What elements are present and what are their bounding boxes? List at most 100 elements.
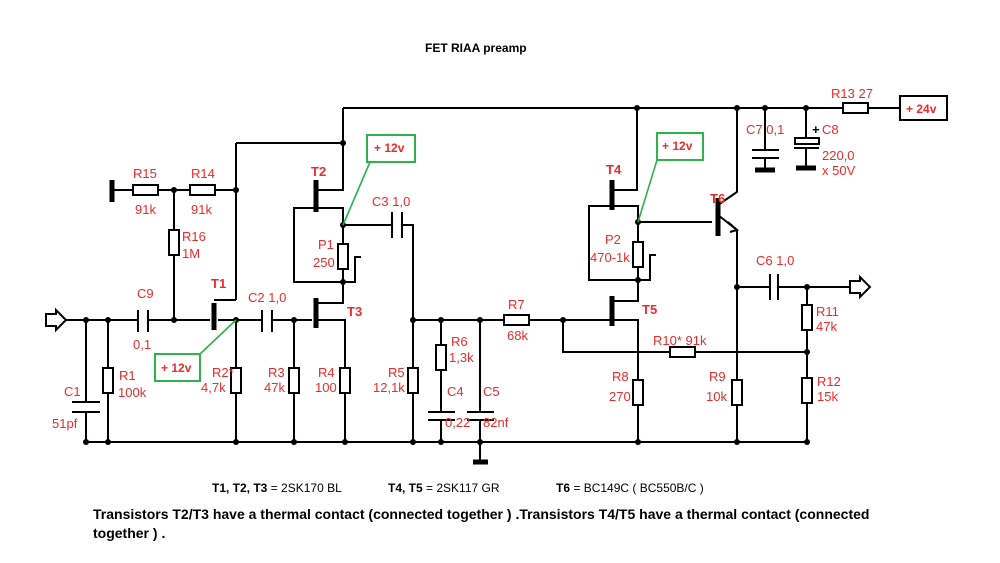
label-t3: T3 (347, 304, 362, 319)
junction-dot (734, 105, 740, 111)
schematic-line (612, 108, 638, 191)
component-label: 220,0 (822, 148, 855, 163)
component-label: 470-1k (590, 250, 630, 265)
component-label: 4,7k (201, 380, 226, 395)
component-label: R14 (191, 166, 215, 181)
schematic-line (717, 108, 738, 206)
component-label: C7 0,1 (746, 122, 784, 137)
component-label: 100 (315, 380, 337, 395)
thermal-contact-note: Transistors T2/T3 have a thermal contact… (93, 506, 870, 541)
resistor-r7 (503, 314, 530, 326)
parts-list-item: T6 = BC149C ( BC550B/C ) (556, 481, 704, 495)
junction-dot (340, 279, 346, 285)
component-label: R16 (182, 229, 206, 244)
component-label: R1 (119, 368, 136, 383)
label-t6: T6 (710, 191, 725, 206)
component-label: + 12v (374, 141, 405, 155)
component-label: 12,1k (373, 380, 405, 395)
junction-dot (477, 317, 483, 323)
component-label: P2 (605, 232, 621, 247)
resistor-r6 (435, 344, 447, 371)
wire-t2-drain-feed (236, 108, 344, 144)
junction-dot (477, 439, 483, 445)
component-label: 270 (609, 389, 631, 404)
component-label: 0,1 (133, 337, 151, 352)
junction-dot (804, 439, 810, 445)
junction-dot (635, 439, 641, 445)
component-label: R11 (816, 304, 839, 319)
junction-dot (340, 140, 346, 146)
junction-dot (734, 439, 740, 445)
component-label: C3 1,0 (372, 194, 410, 209)
capacitor-c1 (72, 401, 100, 413)
parts-list-item: T1, T2, T3 = 2SK170 BL (212, 481, 342, 495)
component-label: R4 (318, 365, 335, 380)
potentiometer-p2 (632, 241, 644, 268)
capacitor-c4 (428, 411, 455, 421)
schematic-line (467, 411, 494, 421)
component-label: R9 (709, 369, 726, 384)
schematic-line (391, 212, 403, 238)
schematic-line (316, 319, 346, 442)
capacitor-c2 (261, 310, 273, 332)
resistor-r11 (801, 304, 813, 331)
capacitor-c3 (391, 212, 403, 238)
schematic-line (72, 401, 100, 413)
junction-dot (634, 105, 640, 111)
junction-dot (804, 284, 810, 290)
junction-dot (83, 439, 89, 445)
component-label: R7 (508, 297, 525, 312)
schematic-line (366, 134, 416, 163)
junction-dot (410, 439, 416, 445)
component-label: 100k (118, 385, 147, 400)
junction-dot (410, 317, 416, 323)
schematic-line (612, 280, 639, 302)
component-label: 1,3k (449, 350, 474, 365)
capacitor-c5 (467, 411, 494, 421)
junction-dot (233, 187, 239, 193)
callout-12v-t4: + 12v (637, 132, 704, 223)
component-label: C2 1,0 (248, 290, 286, 305)
component-label: C6 1,0 (756, 253, 794, 268)
component-label: R5 (388, 365, 405, 380)
resistor-r3 (288, 367, 300, 394)
schematic-line (656, 132, 704, 161)
wires (66, 107, 900, 465)
schematic-line (717, 214, 738, 442)
junction-dot (804, 349, 810, 355)
schematic-line (769, 274, 779, 300)
component-label: + (812, 122, 820, 137)
callout-12v-t1: + 12v (154, 319, 237, 382)
component-label: 1M (182, 246, 200, 261)
transistor-symbols (211, 180, 740, 330)
component-label: R2* (212, 365, 234, 380)
junction-dot (803, 105, 809, 111)
label-t5: T5 (642, 302, 657, 317)
junction-dot (762, 105, 768, 111)
schematic-line (343, 256, 361, 283)
component-label: + 12v (662, 139, 693, 153)
schematic-line (316, 143, 344, 191)
component-label: 10k (706, 389, 727, 404)
resistor-r2 (230, 367, 242, 394)
component-label: + 12v (161, 361, 192, 375)
schematic-line (154, 353, 201, 382)
component-label: 47k (816, 319, 837, 334)
junction-dot (83, 317, 89, 323)
junction-dot (438, 439, 444, 445)
junction-dot (105, 439, 111, 445)
component-label: R8 (612, 369, 629, 384)
schematic-line (137, 310, 149, 332)
component-label: 51pf (52, 416, 78, 431)
resistors (102, 102, 869, 406)
resistor-r4 (339, 367, 351, 394)
component-label: 250 (313, 255, 335, 270)
component-label: R3 (268, 365, 285, 380)
diagram-title: FET RIAA preamp (425, 41, 527, 55)
supply-24v: + 24v (868, 95, 948, 121)
junction-dot (291, 317, 297, 323)
input-arrow-icon (45, 307, 68, 333)
schematic-line (199, 319, 237, 355)
schematic-line (316, 282, 344, 304)
component-label: x 50V (822, 163, 856, 178)
